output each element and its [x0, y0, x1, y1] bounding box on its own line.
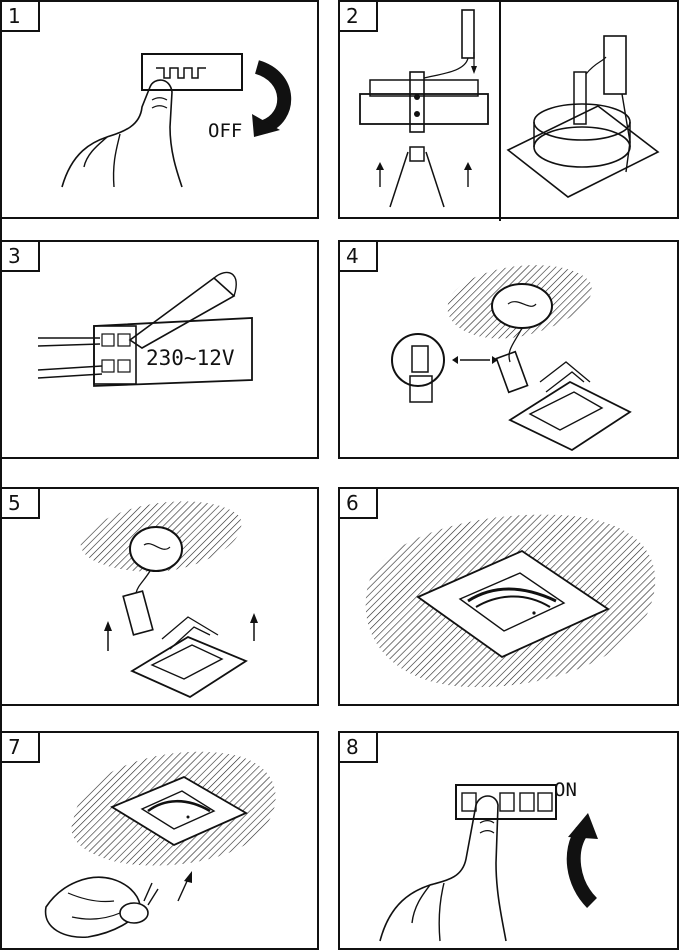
- on-label: ON: [554, 779, 577, 801]
- installed-fixture-illustration: [340, 489, 679, 708]
- off-label: OFF: [208, 120, 242, 142]
- insert-bulb-illustration: [2, 733, 321, 952]
- step-number: 2: [340, 2, 378, 32]
- step-number: 5: [2, 489, 40, 519]
- connect-cable-illustration: [340, 242, 679, 461]
- voltage-label: 230~12V: [146, 346, 235, 370]
- switch-off-illustration: [2, 2, 321, 221]
- step-6-panel: 6: [338, 487, 679, 706]
- step-7-panel: 7: [0, 731, 319, 950]
- step-number: 7: [2, 733, 40, 763]
- step-4-panel: 4: [338, 240, 679, 459]
- mounting-illustration: [340, 2, 679, 221]
- step-number: 6: [340, 489, 378, 519]
- step-number: 1: [2, 2, 40, 32]
- step-8-panel: 8 ON: [338, 731, 679, 950]
- insert-fixture-illustration: [2, 489, 321, 708]
- step-number: 8: [340, 733, 378, 763]
- step-1-panel: 1 OFF: [0, 0, 319, 219]
- step-3-panel: 3 230~12V: [0, 240, 319, 459]
- step-number: 3: [2, 242, 40, 272]
- step-number: 4: [340, 242, 378, 272]
- step-2-panel: 2: [338, 0, 679, 219]
- switch-on-illustration: [340, 733, 679, 952]
- step-5-panel: 5: [0, 487, 319, 706]
